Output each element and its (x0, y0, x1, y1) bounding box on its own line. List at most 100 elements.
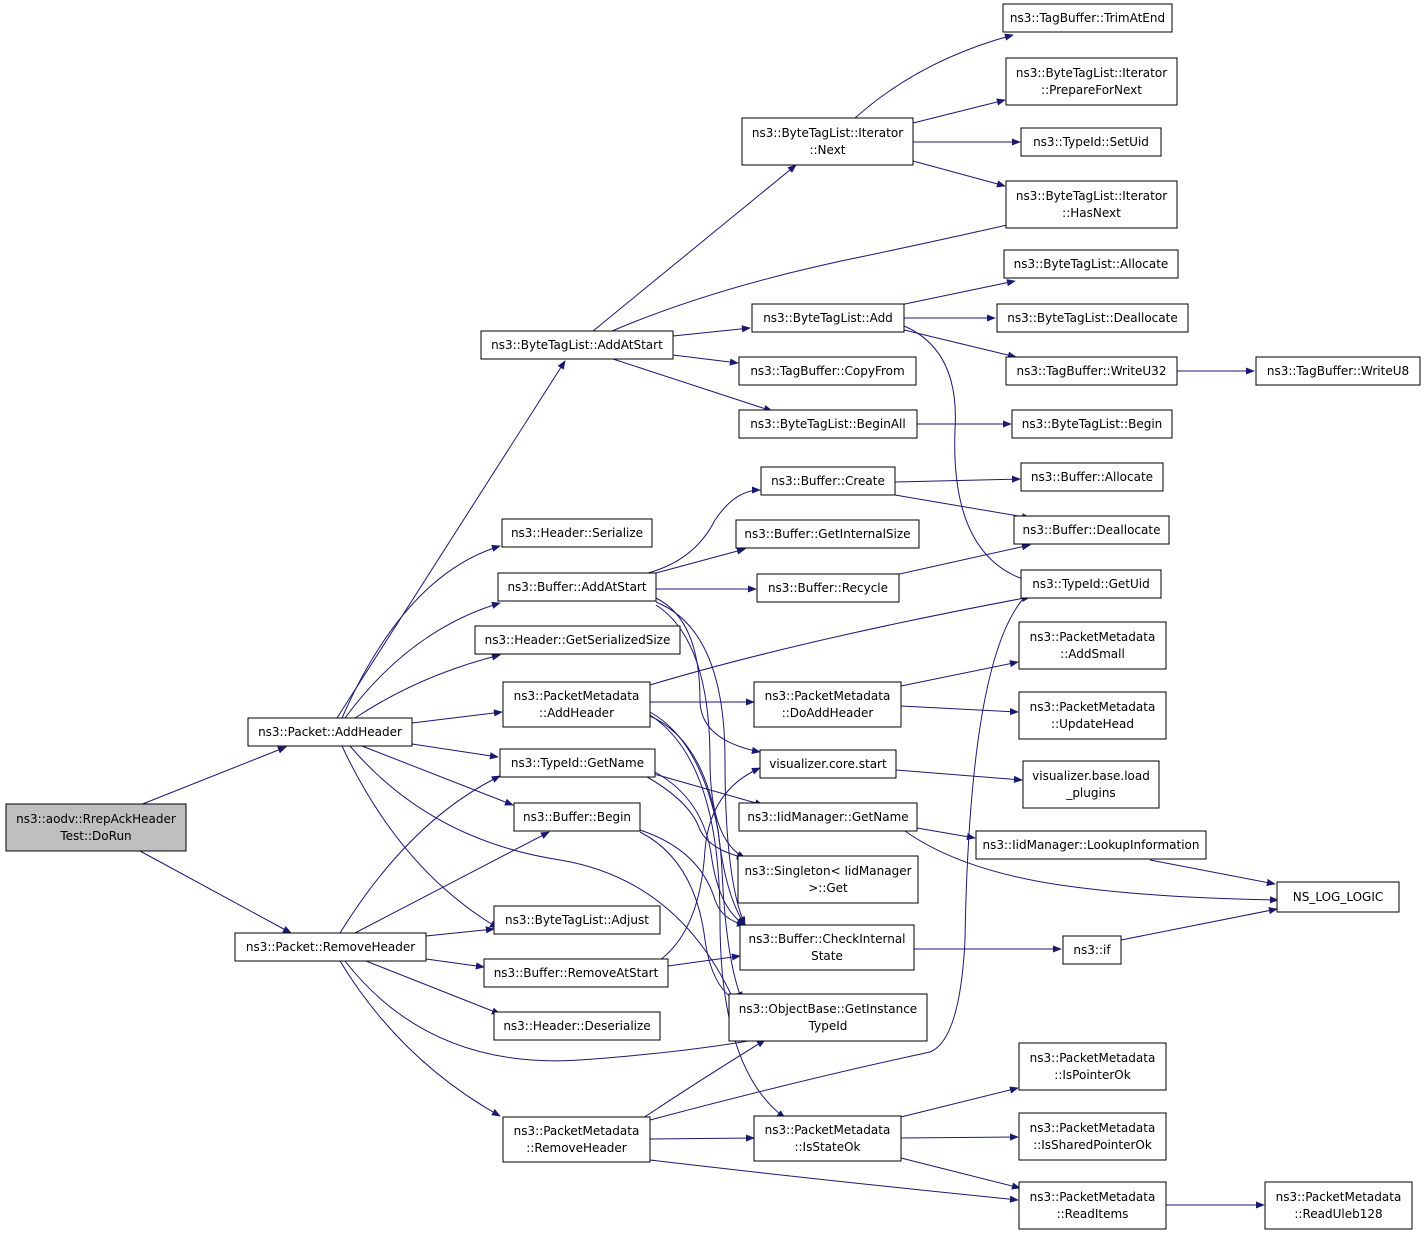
node-label: ::AddSmall (1060, 647, 1125, 661)
node-label: ns3::TagBuffer::WriteU32 (1017, 364, 1167, 378)
edge-addheader-to-hdrgetsersize (354, 653, 501, 719)
node-label: ns3::Buffer::Recycle (768, 581, 888, 595)
node-tidGetName[interactable]: ns3::TypeId::GetName (499, 748, 656, 778)
edge-root-to-removeheader (139, 850, 292, 934)
node-box (1022, 760, 1160, 809)
node-pmAddSmall[interactable]: ns3::PacketMetadata::AddSmall (1018, 621, 1167, 670)
node-addHeader[interactable]: ns3::Packet::AddHeader (247, 717, 413, 747)
node-box (499, 748, 656, 778)
node-singletonGet[interactable]: ns3::Singleton< IidManager >::Get (737, 855, 919, 904)
edge-btladdatstart-to-btlbeginall (612, 358, 773, 412)
node-bufAddAtStart[interactable]: ns3::Buffer::AddAtStart (497, 572, 657, 602)
node-box (741, 117, 914, 166)
node-bufAllocate[interactable]: ns3::Buffer::Allocate (1020, 462, 1164, 492)
node-tbCopyFrom[interactable]: ns3::TagBuffer::CopyFrom (738, 356, 917, 386)
node-label: ns3::ByteTagList::Iterator (1016, 66, 1167, 80)
node-pmUpdateHead[interactable]: ns3::PacketMetadata::UpdateHead (1018, 691, 1167, 740)
node-box (493, 1011, 661, 1041)
node-box (497, 572, 657, 602)
edge-pmaddheader-to-tidgetuid (649, 594, 1031, 686)
node-hdrSerialize[interactable]: ns3::Header::Serialize (501, 518, 653, 548)
node-pmIsStateOk[interactable]: ns3::PacketMetadata::IsStateOk (753, 1115, 902, 1162)
edge-bufaddatstart-to-bufcheckinternal (655, 601, 746, 926)
node-label: ns3::PacketMetadata (1030, 700, 1156, 714)
node-removeHeader[interactable]: ns3::Packet::RemoveHeader (234, 932, 427, 962)
node-btlBeginAll[interactable]: ns3::ByteTagList::BeginAll (738, 409, 918, 439)
node-label: ns3::Buffer::Create (771, 474, 885, 488)
edge-iidlookupinfo-to-nsloglogic (1149, 859, 1276, 887)
node-iidGetName[interactable]: ns3::IidManager::GetName (738, 802, 918, 832)
node-label: ns3::Buffer::RemoveAtStart (494, 966, 659, 980)
node-pmDoAddHeader[interactable]: ns3::PacketMetadata::DoAddHeader (753, 681, 902, 728)
node-btliHasNext[interactable]: ns3::ByteTagList::Iterator::HasNext (1005, 180, 1178, 229)
node-box (728, 993, 928, 1042)
edge-pmisstateok-to-pmissharedpointerok (900, 1133, 1019, 1141)
node-label: ns3::ByteTagList::AddAtStart (491, 338, 663, 352)
node-box (1018, 621, 1167, 670)
node-bufRemoveAtStart[interactable]: ns3::Buffer::RemoveAtStart (483, 958, 669, 988)
node-btlAllocate[interactable]: ns3::ByteTagList::Allocate (1003, 249, 1179, 279)
edge-bufbegin-to-bufcheckinternal (639, 829, 746, 927)
node-btlAdd[interactable]: ns3::ByteTagList::Add (751, 303, 905, 333)
node-pmReadItems[interactable]: ns3::PacketMetadata::ReadItems (1018, 1181, 1167, 1230)
edge-addheader-to-bufbegin (361, 745, 514, 806)
node-hdrDeserialize[interactable]: ns3::Header::Deserialize (493, 1011, 661, 1041)
edge-pmremoveheader-to-pmisstateok (649, 1134, 755, 1142)
node-label: ns3::Buffer::GetInternalSize (744, 527, 910, 541)
node-label: NS_LOG_LOGIC (1293, 890, 1384, 904)
node-pmAddHeader[interactable]: ns3::PacketMetadata::AddHeader (502, 681, 651, 728)
edge-removeheader-to-btladjust (425, 926, 495, 937)
node-label: State (811, 949, 843, 963)
node-btlAddAtStart[interactable]: ns3::ByteTagList::AddAtStart (480, 330, 674, 360)
node-nsLogLogic[interactable]: NS_LOG_LOGIC (1276, 881, 1400, 913)
node-box (738, 356, 917, 386)
node-box (735, 519, 920, 549)
node-pmReadUleb128[interactable]: ns3::PacketMetadata::ReadUleb128 (1264, 1181, 1413, 1230)
node-bufDeallocate[interactable]: ns3::Buffer::Deallocate (1013, 515, 1170, 545)
node-box (1020, 569, 1162, 599)
edge-tidgetname-to-bufcheckinternal (654, 771, 746, 926)
node-btlAdjust[interactable]: ns3::ByteTagList::Adjust (493, 905, 661, 935)
node-vizCoreStart[interactable]: visualizer.core.start (759, 749, 897, 779)
node-btliPrepare[interactable]: ns3::ByteTagList::Iterator::PrepareForNe… (1005, 57, 1178, 106)
edge-removeheader-to-bufbegin (354, 831, 550, 934)
node-btlBegin[interactable]: ns3::ByteTagList::Begin (1011, 409, 1173, 439)
edge-addheader-to-btladjust (341, 745, 499, 929)
node-bufCreate[interactable]: ns3::Buffer::Create (760, 466, 896, 496)
node-tidGetUid[interactable]: ns3::TypeId::GetUid (1020, 569, 1162, 599)
node-label: ns3::Packet::AddHeader (258, 725, 402, 739)
node-bufRecycle[interactable]: ns3::Buffer::Recycle (756, 573, 900, 603)
node-tbWriteU8[interactable]: ns3::TagBuffer::WriteU8 (1255, 356, 1421, 386)
node-label: ns3::ByteTagList::Iterator (1016, 189, 1167, 203)
edge-pmaddheader-to-pmisstateok (649, 714, 786, 1119)
node-btliNext[interactable]: ns3::ByteTagList::Iterator::Next (741, 117, 914, 166)
node-btlDeallocate[interactable]: ns3::ByteTagList::Deallocate (996, 303, 1189, 333)
node-tidSetUid[interactable]: ns3::TypeId::SetUid (1020, 127, 1162, 157)
node-nsIf[interactable]: ns3::if (1062, 935, 1122, 965)
node-bufBegin[interactable]: ns3::Buffer::Begin (513, 802, 641, 832)
node-pmIsSharedPointerOk[interactable]: ns3::PacketMetadata::IsSharedPointerOk (1018, 1112, 1167, 1161)
node-label: ns3::TypeId::GetName (511, 756, 644, 770)
node-tbWriteU32[interactable]: ns3::TagBuffer::WriteU32 (1005, 356, 1178, 386)
node-box (1020, 462, 1164, 492)
edge-bufcreate-to-bufallocate (894, 475, 1021, 483)
node-pmIsPointerOk[interactable]: ns3::PacketMetadata::IsPointerOk (1018, 1042, 1167, 1091)
function-nodes: ns3::aodv::RrepAckHeaderTest::DoRunns3::… (5, 3, 1421, 1230)
node-label: ns3::Buffer::CheckInternal (748, 932, 905, 946)
node-hdrGetSerSize[interactable]: ns3::Header::GetSerializedSize (474, 625, 681, 655)
node-iidLookupInfo[interactable]: ns3::IidManager::LookupInformation (975, 830, 1207, 860)
edge-btladdatstart-to-btlinext (592, 164, 797, 332)
node-box (247, 717, 413, 747)
node-bufGetInternalSize[interactable]: ns3::Buffer::GetInternalSize (735, 519, 920, 549)
edge-nsif-to-nsloglogic (1120, 907, 1278, 941)
node-pmRemoveHeader[interactable]: ns3::PacketMetadata::RemoveHeader (502, 1116, 651, 1163)
node-vizLoadPlugins[interactable]: visualizer.base.load_plugins (1022, 760, 1160, 809)
edge-addheader-to-obgetinsttypeid (349, 745, 736, 1004)
node-tbTrimAtEnd[interactable]: ns3::TagBuffer::TrimAtEnd (1002, 3, 1173, 33)
call-edges (139, 33, 1279, 1209)
node-label: ns3::ByteTagList::Add (763, 311, 893, 325)
node-label: visualizer.base.load (1032, 769, 1150, 783)
